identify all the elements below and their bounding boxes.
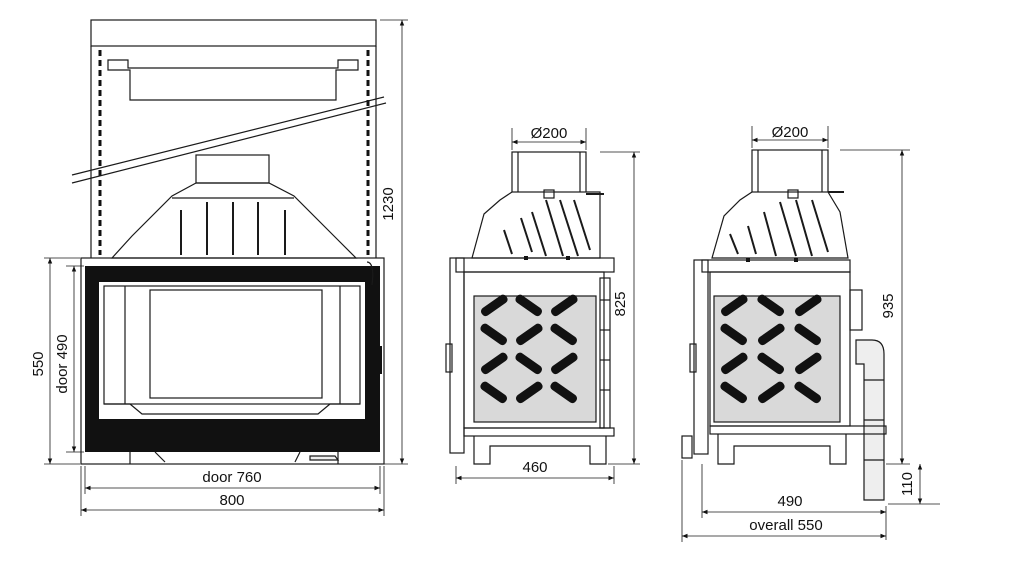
top-beam: [107, 59, 359, 101]
dim-door-height: door 490: [54, 334, 71, 393]
base-b: [717, 434, 847, 465]
dim-base-height-b: 110: [899, 472, 916, 496]
door-handle: [376, 346, 382, 374]
dim-flue-b: Ø200: [772, 124, 809, 141]
flue-collar: [195, 154, 270, 184]
slope-line: [71, 96, 385, 176]
front-dimensions: [44, 19, 408, 516]
body-top-a: [455, 257, 615, 273]
base-a: [473, 436, 607, 465]
side-view-a: [445, 151, 615, 465]
dim-door-width: door 760: [202, 469, 261, 486]
flue-collar-b: [751, 149, 829, 193]
firebox-body: [80, 257, 385, 465]
dim-depth-b: 490: [777, 493, 802, 510]
dim-height-a: 825: [612, 291, 629, 316]
dim-height-b: 935: [880, 293, 897, 318]
hood-b: [711, 191, 849, 259]
dim-flue-a: Ø200: [531, 125, 568, 142]
side-b-dimensions: [681, 126, 940, 542]
dim-body-height: 550: [30, 351, 47, 376]
dim-total-height: 1230: [380, 187, 397, 220]
air-control: [309, 455, 340, 461]
front-view: [71, 19, 387, 465]
hood-top-frame: [90, 19, 377, 47]
side-a-dimensions: [455, 128, 640, 484]
flue-collar-a: [511, 151, 587, 193]
side-view-b: [681, 149, 887, 501]
dim-overall-width: 800: [219, 492, 244, 509]
dim-depth-a: 460: [522, 459, 547, 476]
dim-overall-depth-b: overall 550: [749, 517, 822, 534]
door-glass: [99, 282, 365, 419]
body-top-b: [701, 259, 851, 273]
